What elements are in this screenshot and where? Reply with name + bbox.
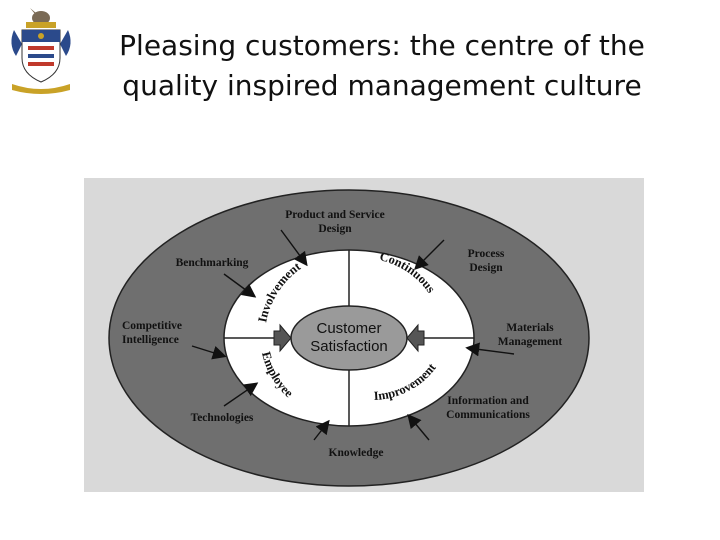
arrow-knowledge [313,419,330,441]
right-block-arrow [406,323,425,353]
label-knowledge: Knowledge [329,447,384,459]
slide-title: Pleasing customers: the centre of the qu… [82,26,682,106]
label-information-communications-2: Communications [446,409,530,421]
arrow-competitive-intelligence [191,345,227,360]
title-line-1: Pleasing customers: the centre of the [119,29,645,62]
arrow-technologies [223,382,259,407]
label-materials-management-1: Materials [506,322,554,334]
left-block-arrow [273,323,292,353]
label-technologies: Technologies [191,412,254,424]
arrow-process-design [414,239,445,270]
title-line-2: quality inspired management culture [122,69,642,102]
label-competitive-intelligence-1: Competitive [122,320,182,332]
customer-satisfaction-diagram: Customer Satisfaction Involvement Contin… [84,178,644,492]
label-process-design-2: Design [469,262,503,274]
arrow-information-communications [407,413,430,441]
university-crest-logo [6,4,76,96]
label-product-service-design-1: Product and Service [285,209,384,221]
label-process-design-1: Process [468,248,505,260]
arrow-materials-management [465,342,515,357]
center-label-line-2: Satisfaction [310,338,388,355]
center-label-line-1: Customer [316,320,381,337]
label-product-service-design-2: Design [318,223,352,235]
label-benchmarking: Benchmarking [176,257,249,269]
arrow-product-service-design [280,229,308,267]
label-competitive-intelligence-2: Intelligence [122,334,179,346]
label-materials-management-2: Management [498,336,563,348]
label-information-communications-1: Information and [447,395,529,407]
arrow-benchmarking [223,273,257,298]
